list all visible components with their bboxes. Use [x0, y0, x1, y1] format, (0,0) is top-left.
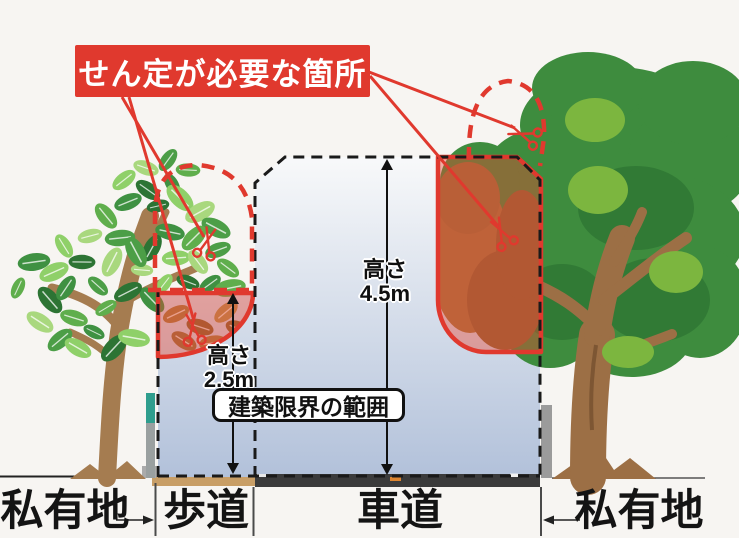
curb-right [541, 405, 552, 478]
prune-area-sidewalk [155, 290, 256, 360]
roadside-posts [142, 393, 552, 478]
height-arrow-sidewalk [227, 293, 239, 474]
zone-separators [154, 483, 542, 536]
height-road-prefix: 高さ [362, 257, 407, 282]
right-tree [440, 52, 739, 495]
prune-area-road [435, 154, 544, 355]
height-road-value: 4.5m [359, 280, 411, 306]
height-sidewalk-value: 2.5m [203, 366, 255, 392]
zone-label-road: 車道 [357, 487, 443, 535]
height-label-sidewalk: 高さ 2.5m [189, 344, 269, 392]
delineator-post [146, 423, 155, 478]
zone-pointer-left [116, 515, 154, 525]
title-leader-lines [120, 70, 516, 322]
height-sidewalk-prefix: 高さ [206, 343, 251, 368]
zone-pointer-right [543, 515, 580, 525]
zone-label-left-private: 私有地 [0, 487, 130, 535]
zone-label-right-private: 私有地 [574, 487, 704, 535]
clearance-outline [156, 155, 542, 478]
diagram-title: せん定が必要な箇所 [75, 45, 370, 97]
height-label-road: 高さ 4.5m [345, 258, 425, 306]
zone-label-sidewalk: 歩道 [163, 487, 249, 535]
prune-outline-right [466, 78, 547, 167]
clearance-range-label: 建築限界の範囲 [212, 388, 405, 422]
